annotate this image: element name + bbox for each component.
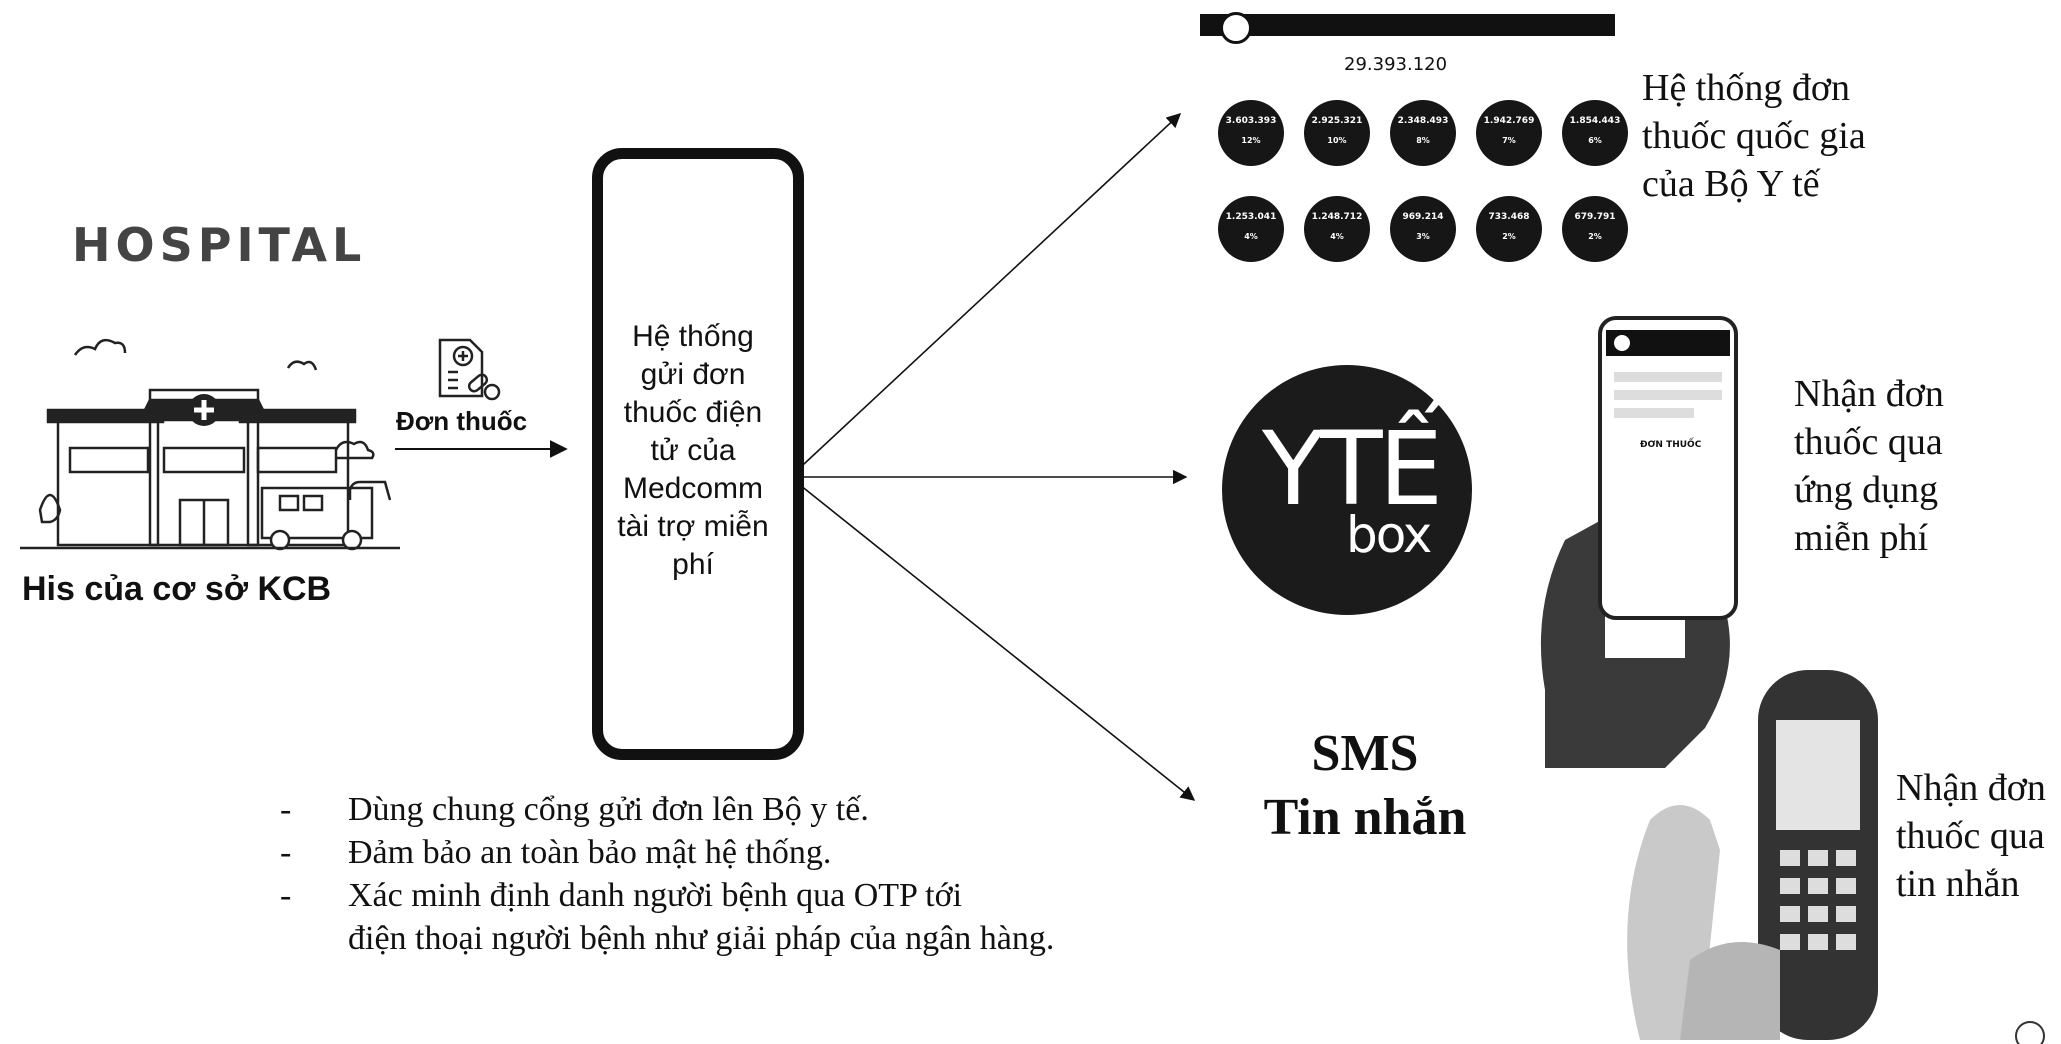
- bullet-item-continuation: điện thoại người bệnh như giải pháp của …: [280, 917, 1054, 960]
- prescription-label: Đơn thuốc: [396, 406, 528, 436]
- label-line: ứng dụng: [1794, 469, 1939, 511]
- bullet-text: Đảm bảo an toàn bảo mật hệ thống.: [348, 834, 832, 871]
- hospital-illustration: [20, 338, 400, 551]
- ytebox-logo-sub: box: [1346, 506, 1432, 564]
- label-line: thuốc qua: [1794, 421, 1943, 463]
- national-system-label: Hệ thống đơn thuốc quốc gia của Bộ Y tế: [1642, 64, 1866, 208]
- system-line: thuốc điện: [623, 396, 763, 429]
- bullet-dash: -: [280, 877, 292, 914]
- system-line: Hệ thống: [632, 320, 754, 353]
- dashboard-header-bar: [1200, 14, 1615, 36]
- medcomm-system-text: Hệ thống gửi đơn thuốc điện tử của Medco…: [598, 318, 788, 584]
- dashboard-logo-icon: [1220, 12, 1252, 44]
- dashboard-total: 29.393.120: [1344, 54, 1448, 75]
- ytebox-logo: [1222, 365, 1472, 615]
- sms-title-line: SMS: [1311, 725, 1419, 782]
- ytebox-logo-main: YTẾ: [1262, 410, 1443, 529]
- system-line: Medcomm: [622, 472, 764, 505]
- bullet-dash: -: [280, 834, 292, 871]
- label-line: tin nhắn: [1896, 863, 2020, 905]
- label-line: miễn phí: [1794, 517, 1929, 559]
- bullet-item: - Đảm bảo an toàn bảo mật hệ thống.: [280, 831, 1054, 874]
- feature-phone-in-hand-image: [1627, 670, 1878, 1040]
- medcomm-system-box: [592, 148, 804, 760]
- label-line: thuốc qua: [1896, 815, 2045, 857]
- sms-label: Nhận đơn thuốc qua tin nhắn: [1896, 764, 2046, 908]
- label-line: của Bộ Y tế: [1642, 163, 1820, 205]
- bullet-text: Dùng chung cổng gửi đơn lên Bộ y tế.: [348, 791, 869, 828]
- arrow-to-sms: [789, 476, 1196, 801]
- bullet-text: Xác minh định danh người bệnh qua OTP tớ…: [348, 877, 963, 914]
- sms-title: SMS Tin nhắn: [1245, 722, 1485, 850]
- prescription-document-icon: [438, 338, 501, 401]
- app-label: Nhận đơn thuốc qua ứng dụng miễn phí: [1794, 370, 1944, 562]
- app-screen-label: ĐƠN THUỐC: [1640, 440, 1702, 450]
- smartphone-in-hand-image: [1540, 316, 1738, 768]
- system-line: tử của: [650, 434, 736, 467]
- bullet-item: - Xác minh định danh người bệnh qua OTP …: [280, 874, 1054, 917]
- label-line: Hệ thống đơn: [1642, 67, 1850, 109]
- sms-title-line: Tin nhắn: [1263, 789, 1467, 846]
- bullet-item: - Dùng chung cổng gửi đơn lên Bộ y tế.: [280, 788, 1054, 831]
- system-line: tài trợ miễn: [617, 510, 769, 543]
- bullet-text: điện thoại người bệnh như giải pháp của …: [348, 920, 1055, 957]
- system-line: gửi đơn: [640, 358, 746, 391]
- label-line: thuốc quốc gia: [1642, 115, 1866, 157]
- seal-icon: [2015, 1021, 2045, 1044]
- arrow-to-national-system: [789, 113, 1182, 478]
- bullet-dash: -: [280, 791, 292, 828]
- label-line: Nhận đơn: [1794, 373, 1944, 415]
- label-line: Nhận đơn: [1896, 767, 2046, 809]
- his-label: His của cơ sở KCB: [22, 570, 332, 608]
- hospital-title: HOSPITAL: [72, 218, 367, 272]
- feature-bullet-list: - Dùng chung cổng gửi đơn lên Bộ y tế. -…: [280, 788, 1054, 960]
- system-line: phí: [672, 548, 714, 581]
